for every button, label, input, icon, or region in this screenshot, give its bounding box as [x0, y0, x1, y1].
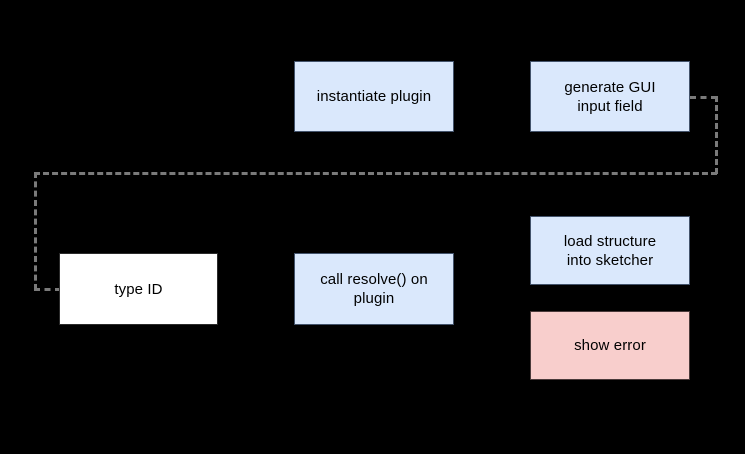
edge-gui-field-to-type-id-seg-2	[715, 96, 718, 174]
node-load-structure-into-sketcher[interactable]: load structure into sketcher	[530, 216, 690, 285]
edge-gui-field-to-type-id-seg-3	[34, 172, 717, 175]
node-call-resolve-on-plugin[interactable]: call resolve() on plugin	[294, 253, 454, 325]
node-instantiate-plugin[interactable]: instantiate plugin	[294, 61, 454, 132]
edge-gui-field-to-type-id-seg-1	[690, 96, 717, 99]
edge-gui-field-to-type-id-seg-4	[34, 172, 37, 290]
edge-gui-field-to-type-id-seg-5	[34, 288, 61, 291]
node-generate-gui-input-field[interactable]: generate GUI input field	[530, 61, 690, 132]
node-show-error[interactable]: show error	[530, 311, 690, 380]
node-type-id[interactable]: type ID	[59, 253, 218, 325]
